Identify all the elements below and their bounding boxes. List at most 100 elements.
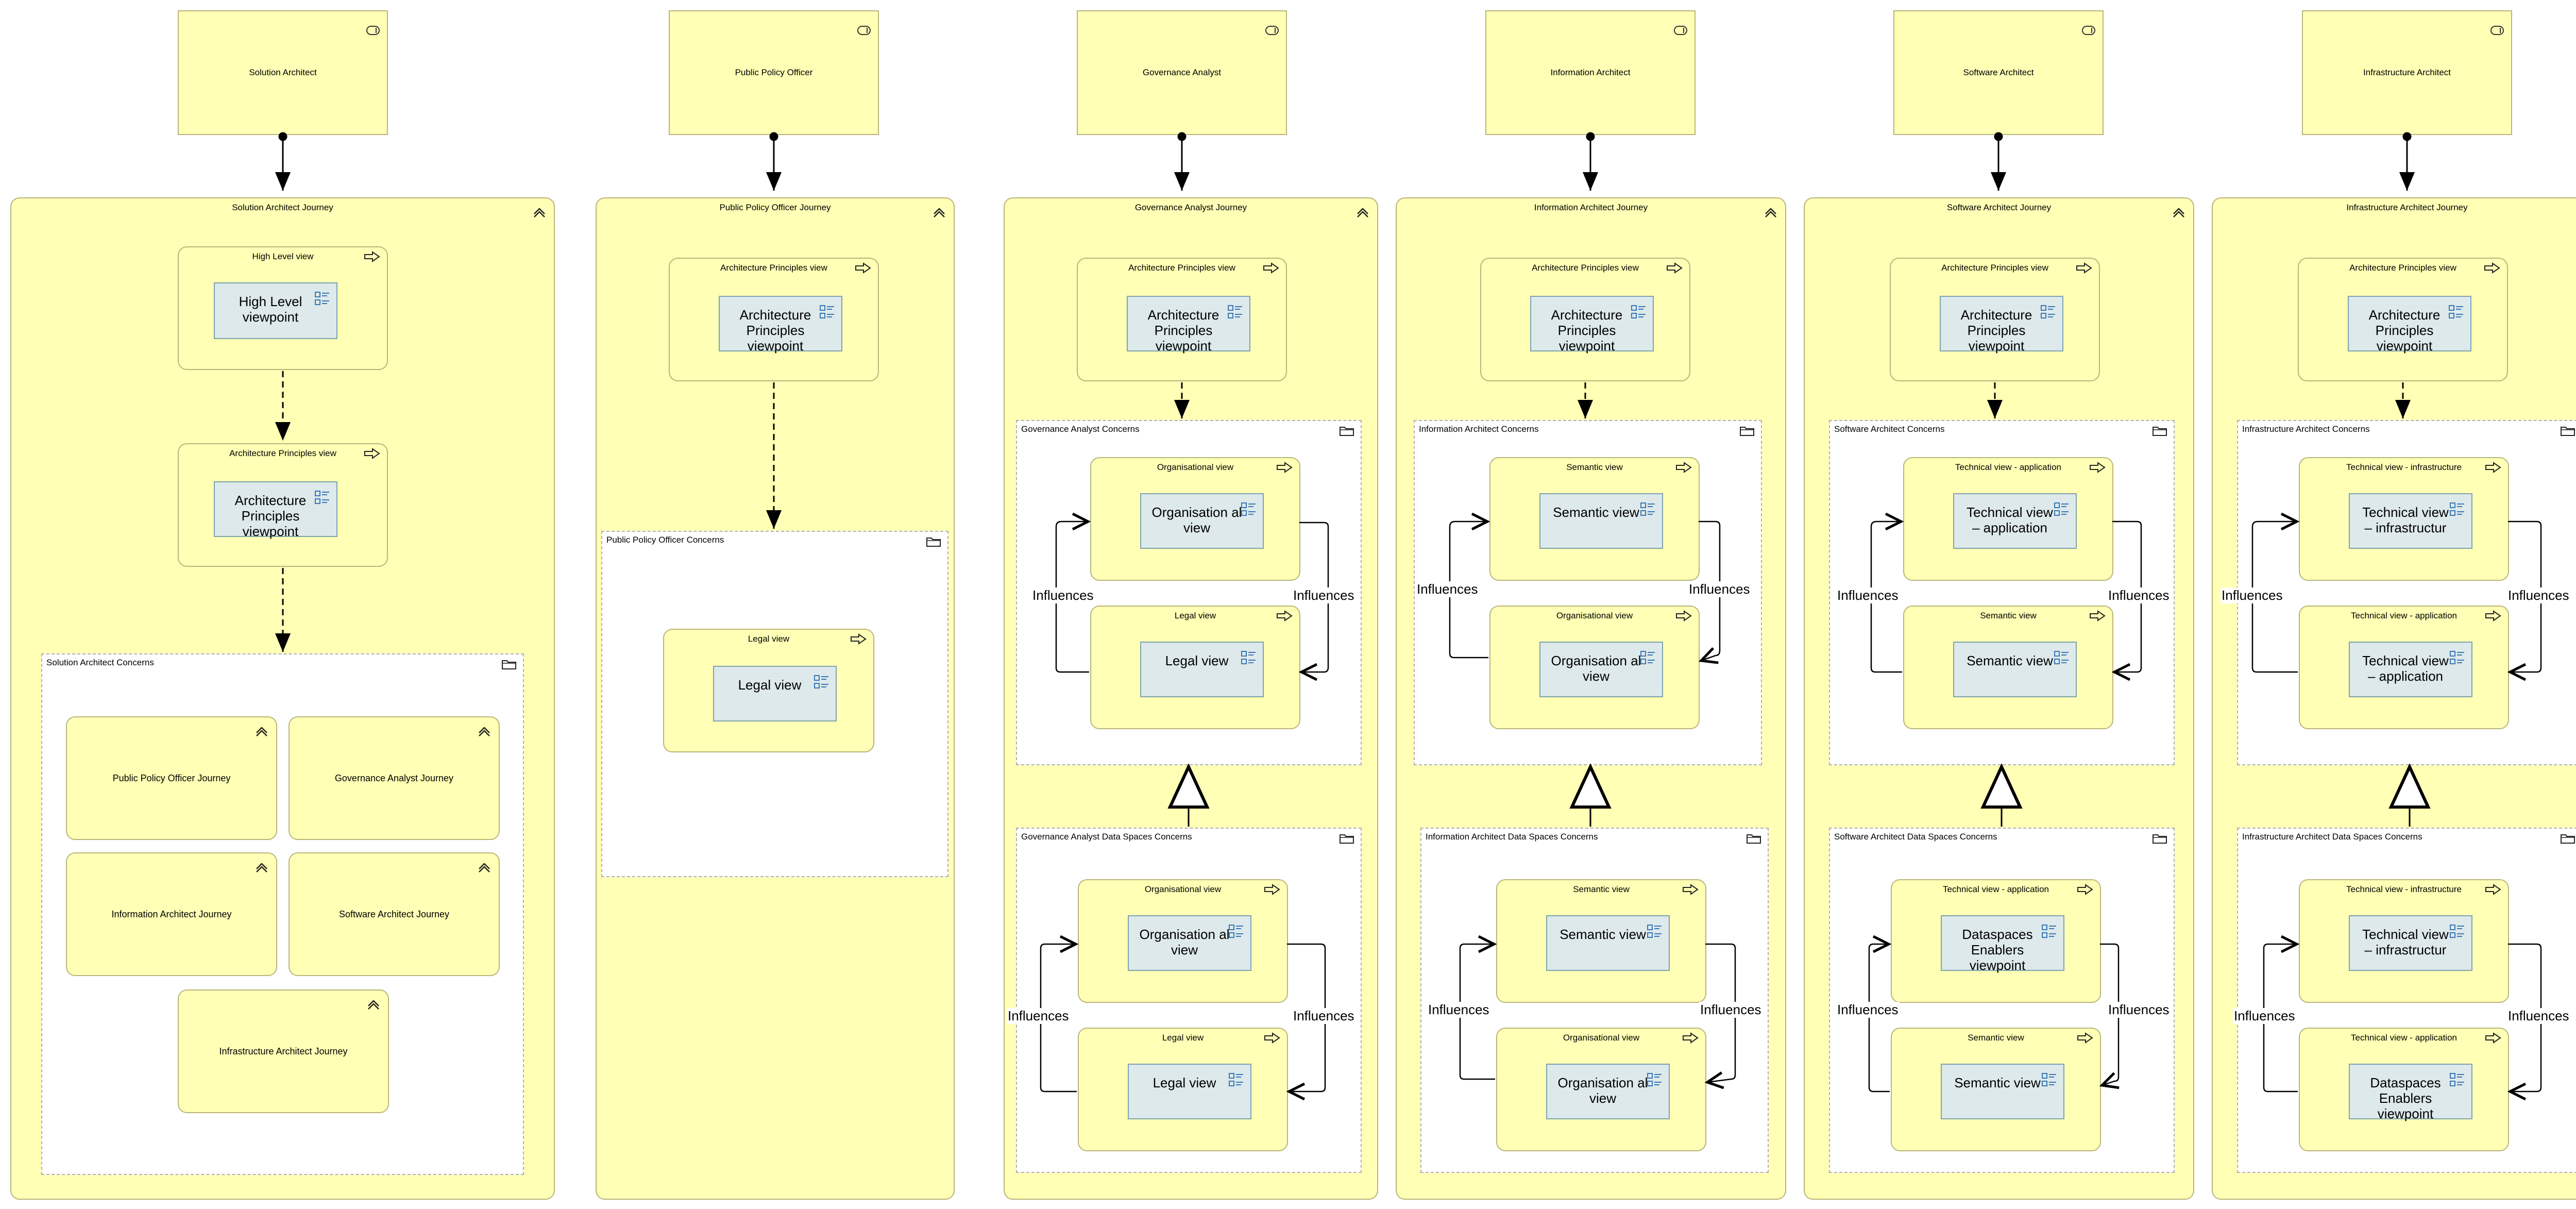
viewpoint-icon	[1229, 925, 1243, 938]
view-arrow-icon	[1264, 884, 1280, 895]
viewpoint-organisational[interactable]: Organisation al view	[1539, 642, 1663, 697]
view-organisational[interactable]: Organisational view Organisation al view	[1078, 879, 1288, 1003]
viewpoint-icon	[315, 292, 329, 305]
view-technical-application[interactable]: Technical view - application Dataspaces …	[1891, 879, 2101, 1003]
view-semantic[interactable]: Semantic view Semantic view	[1903, 606, 2113, 729]
viewpoint-high-level[interactable]: High Level viewpoint	[214, 282, 337, 339]
group-infrastructure-architect-data-spaces-concerns[interactable]: Infrastructure Architect Data Spaces Con…	[2237, 828, 2576, 1173]
influences-label: Influences	[1836, 1002, 1900, 1018]
group-information-architect-concerns[interactable]: Information Architect Concerns Semantic …	[1414, 420, 1762, 765]
viewpoint-icon	[820, 305, 834, 318]
viewpoint-architecture-principles[interactable]: Architecture Principles viewpoint	[1530, 296, 1654, 354]
sub-journey-infrastructure-architect[interactable]: Infrastructure Architect Journey	[178, 989, 389, 1113]
viewpoint-icon	[1631, 305, 1646, 318]
view-architecture-principles[interactable]: Architecture Principles view Architectur…	[2298, 258, 2508, 381]
actor-infrastructure-architect[interactable]: Infrastructure Architect	[2302, 10, 2512, 135]
viewpoint-architecture-principles[interactable]: Architecture Principles viewpoint	[719, 296, 842, 354]
view-arrow-icon	[2090, 610, 2106, 622]
view-arrow-icon	[1264, 1032, 1280, 1044]
view-semantic[interactable]: Semantic view Semantic view	[1496, 879, 1706, 1003]
view-arrow-icon	[2076, 262, 2092, 274]
journey-chevron-icon	[479, 863, 490, 872]
group-software-architect-data-spaces-concerns[interactable]: Software Architect Data Spaces Concerns …	[1829, 828, 2175, 1173]
view-technical-infrastructure[interactable]: Technical view - infrastructure Technica…	[2299, 457, 2509, 581]
group-information-architect-data-spaces-concerns[interactable]: Information Architect Data Spaces Concer…	[1420, 828, 1769, 1173]
viewpoint-technical-application[interactable]: Technical view – application	[2349, 642, 2472, 697]
viewpoint-technical-infrastructure[interactable]: Technical view – infrastructur	[2349, 493, 2472, 549]
viewpoint-legal[interactable]: Legal view	[1140, 642, 1264, 697]
journey-chevron-icon	[534, 208, 545, 217]
view-arrow-icon	[1277, 462, 1293, 473]
view-technical-infrastructure[interactable]: Technical view - infrastructure Technica…	[2299, 879, 2509, 1003]
view-technical-application[interactable]: Technical view - application Dataspaces …	[2299, 1028, 2509, 1151]
view-architecture-principles[interactable]: Architecture Principles view Architectur…	[1480, 258, 1690, 381]
view-organisational[interactable]: Organisational view Organisation al view	[1496, 1028, 1706, 1151]
journey-chevron-icon	[256, 863, 267, 872]
journey-chevron-icon	[1765, 208, 1776, 217]
view-semantic[interactable]: Semantic view Semantic view	[1489, 457, 1700, 581]
viewpoint-icon	[1647, 925, 1662, 938]
view-organisational[interactable]: Organisational view Organisation al view	[1090, 457, 1300, 581]
viewpoint-architecture-principles[interactable]: Architecture Principles viewpoint	[1940, 296, 2063, 354]
view-arrow-icon	[2485, 1032, 2501, 1044]
viewpoint-icon	[2450, 1073, 2464, 1086]
influences-label: Influences	[2507, 587, 2570, 603]
sub-journey-governance-analyst[interactable]: Governance Analyst Journey	[289, 716, 500, 840]
influences-label: Influences	[1836, 587, 1900, 603]
sub-journey-information-architect[interactable]: Information Architect Journey	[66, 852, 277, 976]
viewpoint-technical-application[interactable]: Technical view – application	[1953, 493, 2077, 549]
influences-label: Influences	[1007, 1008, 1070, 1024]
view-architecture-principles[interactable]: Architecture Principles view Architectur…	[669, 258, 879, 381]
journey-chevron-icon	[2173, 208, 2184, 217]
viewpoint-organisational[interactable]: Organisation al view	[1140, 493, 1264, 549]
journey-chevron-icon	[934, 208, 945, 217]
sub-journey-public-policy-officer[interactable]: Public Policy Officer Journey	[66, 716, 277, 840]
view-organisational[interactable]: Organisational view Organisation al view	[1489, 606, 1700, 729]
actor-governance-analyst[interactable]: Governance Analyst	[1077, 10, 1287, 135]
viewpoint-dataspaces-enablers[interactable]: Dataspaces Enablers viewpoint	[2349, 1064, 2472, 1121]
view-arrow-icon	[2485, 884, 2501, 895]
influences-label: Influences	[2107, 1002, 2171, 1018]
journey-chevron-icon	[256, 727, 267, 736]
folder-icon	[2561, 427, 2575, 436]
viewpoint-organisational[interactable]: Organisation al view	[1546, 1064, 1670, 1119]
viewpoint-architecture-principles[interactable]: Architecture Principles viewpoint	[2348, 296, 2471, 354]
actor-information-architect[interactable]: Information Architect	[1485, 10, 1696, 135]
view-legal[interactable]: Legal view Legal view	[1090, 606, 1300, 729]
viewpoint-architecture-principles[interactable]: Architecture Principles viewpoint	[1127, 296, 1250, 354]
view-high-level[interactable]: High Level view High Level viewpoint	[178, 246, 388, 370]
viewpoint-semantic[interactable]: Semantic view	[1953, 642, 2077, 697]
journey-chevron-icon	[368, 1000, 379, 1010]
group-public-policy-officer-concerns[interactable]: Public Policy Officer Concerns Legal vie…	[601, 531, 948, 877]
view-technical-application[interactable]: Technical view - application Technical v…	[1903, 457, 2113, 581]
view-arrow-icon	[855, 262, 871, 274]
sub-journey-software-architect[interactable]: Software Architect Journey	[289, 852, 500, 976]
viewpoint-dataspaces-enablers[interactable]: Dataspaces Enablers viewpoint	[1941, 915, 2064, 973]
view-arrow-icon	[364, 448, 380, 459]
actor-solution-architect[interactable]: Solution Architect	[178, 10, 388, 135]
view-technical-application[interactable]: Technical view - application Technical v…	[2299, 606, 2509, 729]
actor-public-policy-officer[interactable]: Public Policy Officer	[669, 10, 879, 135]
viewpoint-organisational[interactable]: Organisation al view	[1128, 915, 1251, 971]
viewpoint-semantic[interactable]: Semantic view	[1539, 493, 1663, 549]
viewpoint-semantic[interactable]: Semantic view	[1546, 915, 1670, 971]
viewpoint-semantic[interactable]: Semantic view	[1941, 1064, 2064, 1119]
view-architecture-principles[interactable]: Architecture Principles view Architectur…	[178, 443, 388, 567]
view-architecture-principles[interactable]: Architecture Principles view Architectur…	[1077, 258, 1287, 381]
viewpoint-legal[interactable]: Legal view	[713, 666, 837, 721]
view-legal[interactable]: Legal view Legal view	[1078, 1028, 1288, 1151]
view-legal[interactable]: Legal view Legal view	[663, 629, 874, 752]
group-solution-architect-concerns[interactable]: Solution Architect Concerns Public Polic…	[41, 653, 524, 1175]
viewpoint-architecture-principles[interactable]: Architecture Principles viewpoint	[214, 481, 337, 539]
folder-icon	[1340, 834, 1354, 844]
viewpoint-icon	[2041, 305, 2055, 318]
view-arrow-icon	[1277, 610, 1293, 622]
group-governance-analyst-data-spaces-concerns[interactable]: Governance Analyst Data Spaces Concerns …	[1016, 828, 1362, 1173]
actor-software-architect[interactable]: Software Architect	[1893, 10, 2104, 135]
view-architecture-principles[interactable]: Architecture Principles view Architectur…	[1890, 258, 2100, 381]
viewpoint-icon	[2042, 925, 2056, 938]
viewpoint-legal[interactable]: Legal view	[1128, 1064, 1251, 1119]
view-arrow-icon	[2077, 1032, 2093, 1044]
view-semantic[interactable]: Semantic view Semantic view	[1891, 1028, 2101, 1151]
viewpoint-technical-infrastructure[interactable]: Technical view – infrastructur	[2349, 915, 2472, 971]
